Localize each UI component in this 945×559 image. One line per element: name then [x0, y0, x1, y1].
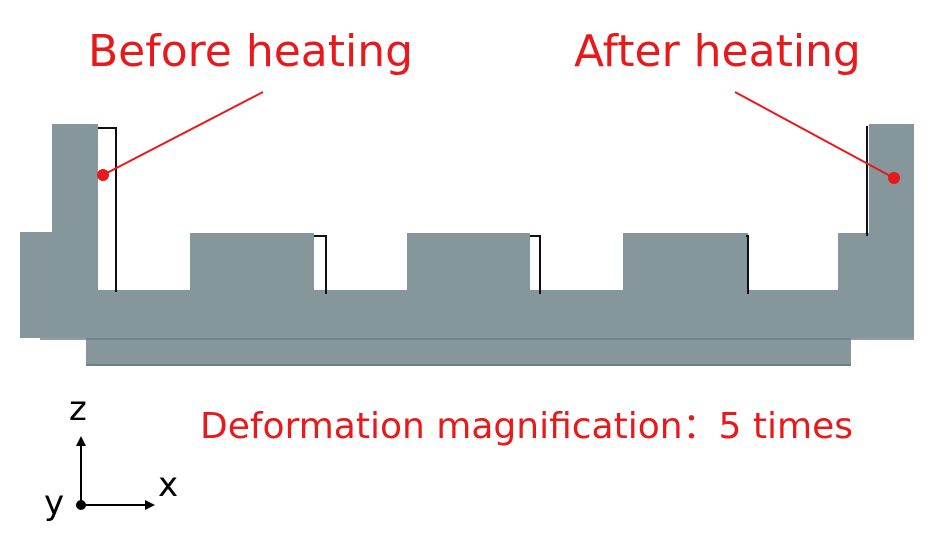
base-plate [86, 338, 851, 366]
axis-label-x: x [158, 465, 179, 505]
outline-tooth-3 [746, 235, 749, 294]
axis-label-y: y [44, 483, 65, 523]
y-axis-dot [76, 500, 86, 510]
before-marker [97, 169, 109, 181]
original-outline [98, 126, 868, 294]
deformation-magnification-label: Deformation magnification：5 times [200, 406, 853, 447]
outline-left-post [98, 127, 117, 292]
before-leader-line [102, 91, 264, 176]
after-marker [888, 172, 900, 184]
after-leader-line [734, 91, 895, 179]
deformed-part [20, 124, 914, 366]
annotation-leaders [97, 91, 900, 184]
outline-tooth-1 [314, 235, 327, 294]
after-heating-label: After heating [574, 26, 861, 77]
before-heating-label: Before heating [88, 26, 414, 77]
axis-label-z: z [69, 389, 87, 429]
coordinate-axes [76, 436, 155, 510]
comb-body [20, 124, 914, 338]
outline-tooth-2 [530, 235, 541, 294]
